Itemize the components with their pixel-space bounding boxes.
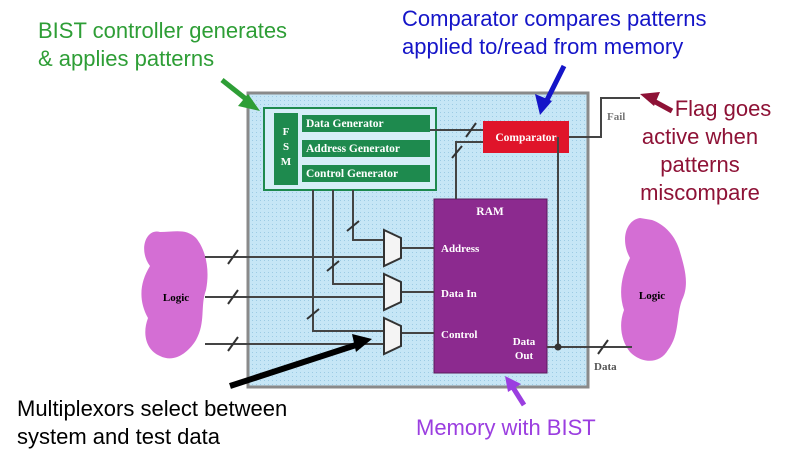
ram-address-label: Address xyxy=(441,243,480,255)
ram-control-label: Control xyxy=(441,329,477,341)
data-generator-label: Data Generator xyxy=(306,118,384,130)
annotation-line: & applies patterns xyxy=(38,46,215,71)
annotation-line: Memory with BIST xyxy=(416,415,596,440)
comparator-label: Comparator xyxy=(495,132,556,144)
annotation-line: patterns xyxy=(660,152,740,177)
address-generator-label: Address Generator xyxy=(306,143,400,155)
annotation-line: active when xyxy=(641,124,759,149)
fsm-block xyxy=(274,113,298,185)
fail-label: Fail xyxy=(607,111,625,123)
fsm-letter: F xyxy=(283,126,290,138)
ram-data-in-label: Data In xyxy=(441,288,477,300)
control-generator-label: Control Generator xyxy=(306,168,398,180)
fsm-letter: S xyxy=(283,141,289,153)
annotation-line: Comparator compares patterns xyxy=(402,6,707,31)
data-out-junction xyxy=(554,343,562,351)
annotation-line: Multiplexors select between xyxy=(17,396,288,421)
ram-data-out-label-2: Out xyxy=(515,350,534,362)
bus-slash-marks xyxy=(227,122,609,355)
logic-blob-left xyxy=(141,231,208,359)
data-generator-block xyxy=(302,115,430,132)
fsm-letter: M xyxy=(281,156,292,168)
annotation-line: BIST controller generates xyxy=(38,18,288,43)
address-generator-block xyxy=(302,140,430,157)
multiplexor-annotation: Multiplexors select between system and t… xyxy=(17,395,287,451)
memory-annotation: Memory with BIST xyxy=(416,414,596,442)
logic-right-label: Logic xyxy=(639,290,665,302)
ram-block xyxy=(433,198,548,374)
annotation-line: system and test data xyxy=(17,424,220,449)
control-generator-block xyxy=(302,165,430,182)
annotation-line: Flag goes xyxy=(674,96,772,121)
logic-left-label: Logic xyxy=(163,292,189,304)
comparator-block xyxy=(483,121,569,153)
mux-control xyxy=(383,316,402,356)
comparator-annotation: Comparator compares patterns applied to/… xyxy=(402,5,706,61)
annotation-line: applied to/read from memory xyxy=(402,34,684,59)
annotation-arrows xyxy=(220,64,674,407)
mux-address xyxy=(383,228,402,268)
flag-annotation: Flag goes active when patterns miscompar… xyxy=(610,95,790,207)
ram-title: RAM xyxy=(476,206,504,218)
data-output-label: Data xyxy=(594,361,617,373)
bist-controller-annotation: BIST controller generates & applies patt… xyxy=(38,17,287,73)
annotation-line: miscompare xyxy=(640,180,760,205)
ram-data-out-label-1: Data xyxy=(513,336,536,348)
mux-data-in xyxy=(383,272,402,312)
logic-blob-right xyxy=(621,218,686,361)
